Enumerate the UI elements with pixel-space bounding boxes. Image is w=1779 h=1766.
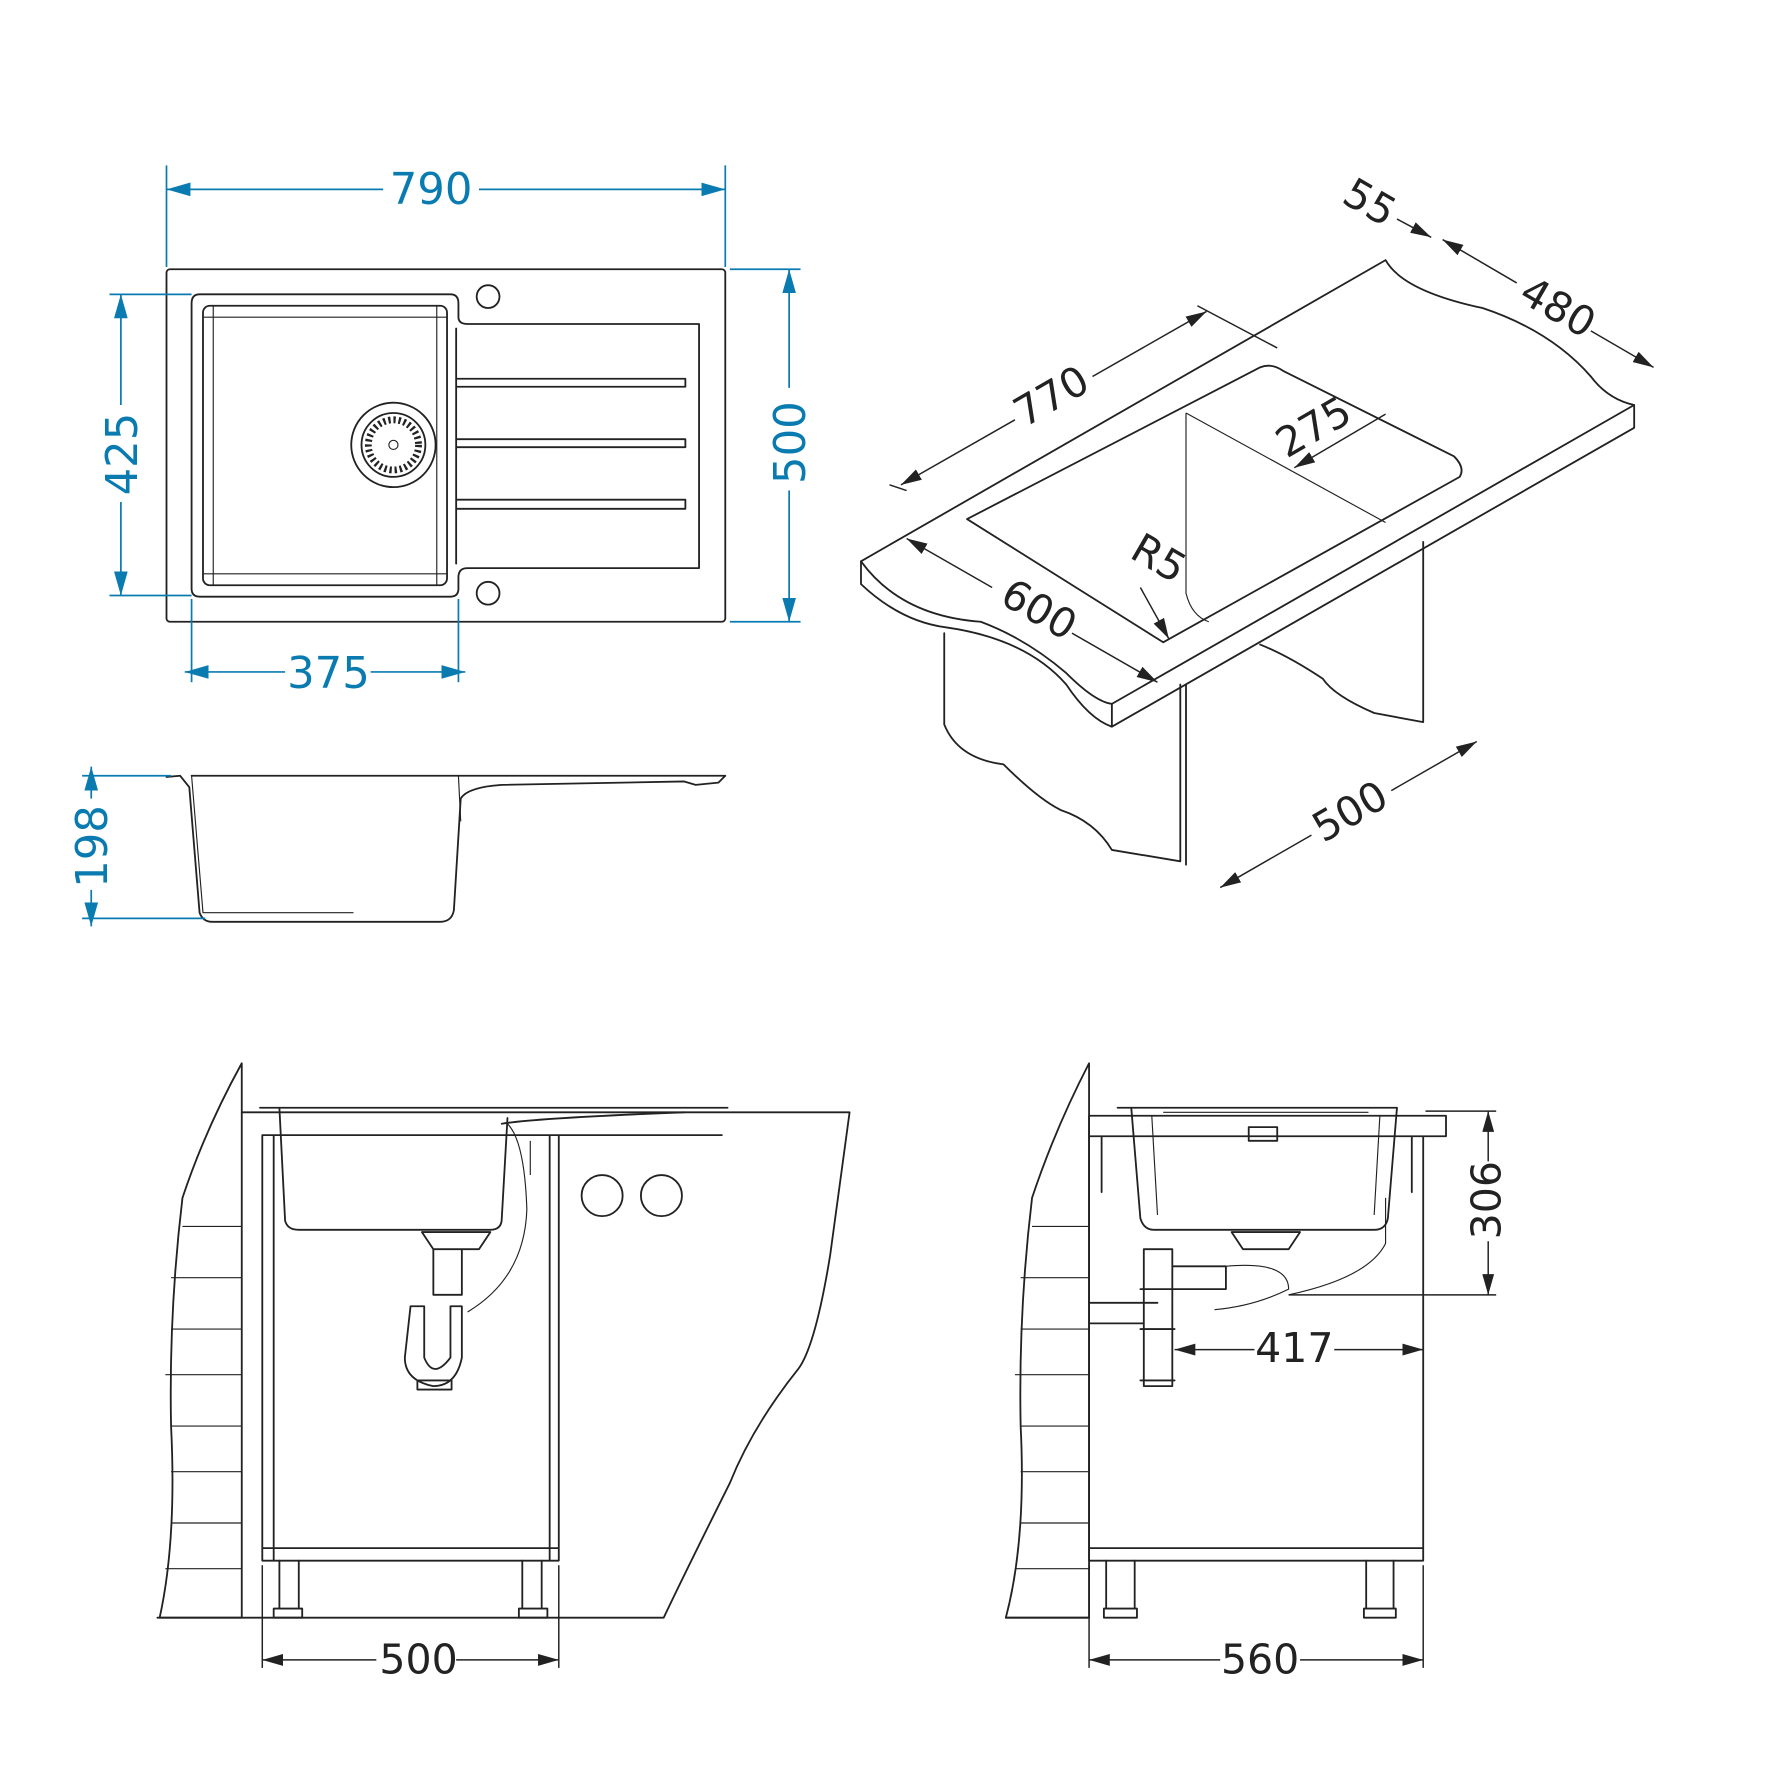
dim-bowl-275: 275 (1268, 387, 1360, 468)
dim-bowl-width-375: 375 (287, 649, 370, 699)
dim-cabinet-500-front: 500 (379, 1636, 457, 1684)
isometric-view: 770 480 55 275 R5 600 500 (860, 168, 1654, 889)
dim-length-770: 770 (1005, 356, 1097, 437)
side-installation-view: 306 417 560 (1004, 1062, 1511, 1684)
dim-drain-417: 417 (1255, 1324, 1333, 1372)
dim-height-198: 198 (68, 805, 118, 888)
side-profile-view: 198 (68, 766, 727, 927)
dim-width-790: 790 (390, 165, 473, 215)
dim-cabinet-500: 500 (1304, 771, 1396, 852)
dim-bowl-length-600: 600 (993, 569, 1085, 650)
dim-bowl-depth-425: 425 (98, 413, 148, 496)
dim-edge-55: 55 (1335, 168, 1404, 236)
front-installation-view: 500 (156, 1062, 851, 1684)
dim-cabinet-560: 560 (1221, 1636, 1299, 1684)
dim-radius-r5: R5 (1123, 524, 1194, 593)
dim-depth-500: 500 (766, 401, 816, 484)
top-view: 790 500 425 375 (98, 165, 816, 699)
dim-height-306: 306 (1463, 1161, 1511, 1239)
drain-strainer-icon (350, 401, 437, 489)
dim-depth-480: 480 (1512, 267, 1604, 348)
